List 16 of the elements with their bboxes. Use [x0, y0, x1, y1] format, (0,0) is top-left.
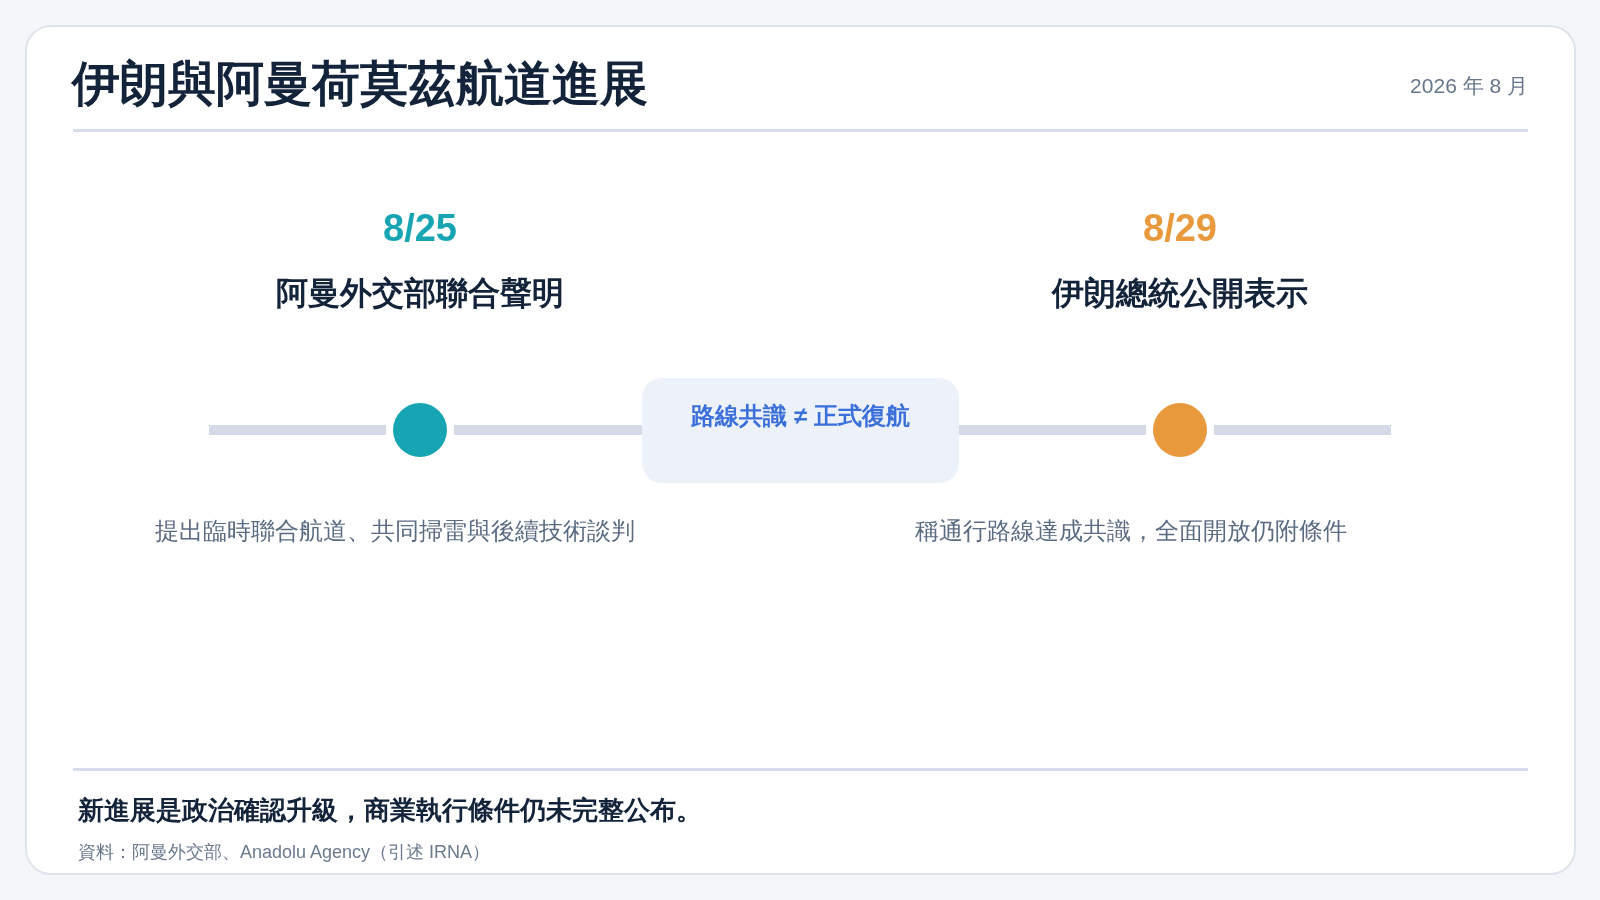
page-title: 伊朗與阿曼荷莫茲航道進展	[72, 56, 648, 112]
issue-date: 2026 年 8 月	[1410, 72, 1528, 99]
event-description: 稱通行路線達成共識，全面開放仍附條件	[915, 516, 1347, 546]
note-text: 路線共識 ≠ 正式復航	[690, 401, 911, 431]
timeline-connector	[454, 425, 642, 435]
summary-note: 新進展是政治確認升級，商業執行條件仍未完整公布。	[78, 793, 702, 827]
event-heading: 伊朗總統公開表示	[1052, 274, 1308, 313]
timeline-connector	[959, 425, 1146, 435]
event-description: 提出臨時聯合航道、共同掃雷與後續技術談判	[155, 516, 635, 546]
event-date: 8/29	[1143, 206, 1217, 252]
event-heading: 阿曼外交部聯合聲明	[276, 274, 564, 313]
timeline-connector	[1214, 425, 1391, 435]
event-date: 8/25	[383, 206, 457, 252]
source-note: 資料：阿曼外交部、Anadolu Agency（引述 IRNA）	[78, 840, 491, 864]
timeline-connector	[209, 425, 386, 435]
note-box	[642, 378, 959, 483]
